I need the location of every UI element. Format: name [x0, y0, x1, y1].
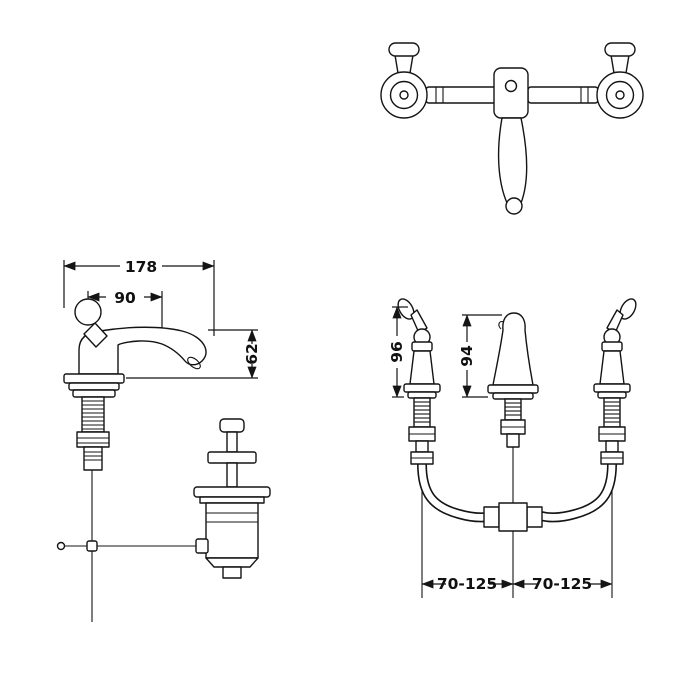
center-spout [487, 312, 539, 504]
lever-ball-handle [74, 298, 102, 326]
dim-label-overall-depth: 178 [125, 258, 157, 276]
basin-tap-side-view: 178 90 62 [56, 258, 271, 622]
dim-hole-spacing-right: 70-125 [512, 575, 613, 593]
dim-label-valve-height: 96 [388, 341, 406, 363]
waste-rod-nut [195, 538, 209, 554]
dim-valve-height: 96 [388, 306, 408, 398]
dim-hole-spacing-left: 70-125 [421, 575, 514, 593]
spout-outlet [187, 356, 201, 370]
wall-mixer-body-and-lever [493, 67, 529, 215]
dim-label-spout-height: 62 [243, 343, 261, 365]
dim-spout-outlet-height: 94 [458, 314, 502, 398]
dim-label-spout-reach: 90 [114, 289, 136, 307]
wall-mixer-right-handle [596, 42, 644, 119]
pop-up-linkage [56, 470, 198, 622]
spout-tip-detail [498, 321, 505, 330]
tap-body-and-spout [74, 298, 207, 375]
waste-body [205, 502, 259, 559]
right-valve-lever [619, 298, 637, 320]
linkage-pivot [86, 540, 98, 552]
tap-threaded-shank [76, 396, 110, 471]
dim-spout-height: 62 [126, 329, 261, 379]
dim-label-hole-spacing-right: 70-125 [532, 575, 592, 593]
waste-knob [219, 418, 245, 433]
wall-mixer-left-handle [380, 42, 428, 119]
dim-overall-depth: 178 [63, 258, 215, 336]
dim-spout-reach: 90 [87, 289, 163, 328]
linkage-ball-end [56, 541, 66, 551]
lever-neck [83, 322, 108, 348]
deck-mixer-front-view: 96 94 70-125 70-125 [388, 298, 637, 598]
wall-mixer-front-view [380, 42, 644, 215]
tap-base [63, 373, 125, 398]
left-valve [397, 298, 441, 465]
dim-label-spout-outlet-height: 94 [458, 345, 476, 367]
waste-flange [193, 486, 271, 498]
pop-up-waste [193, 418, 271, 579]
right-valve [593, 298, 637, 465]
dim-label-hole-spacing-left: 70-125 [437, 575, 497, 593]
